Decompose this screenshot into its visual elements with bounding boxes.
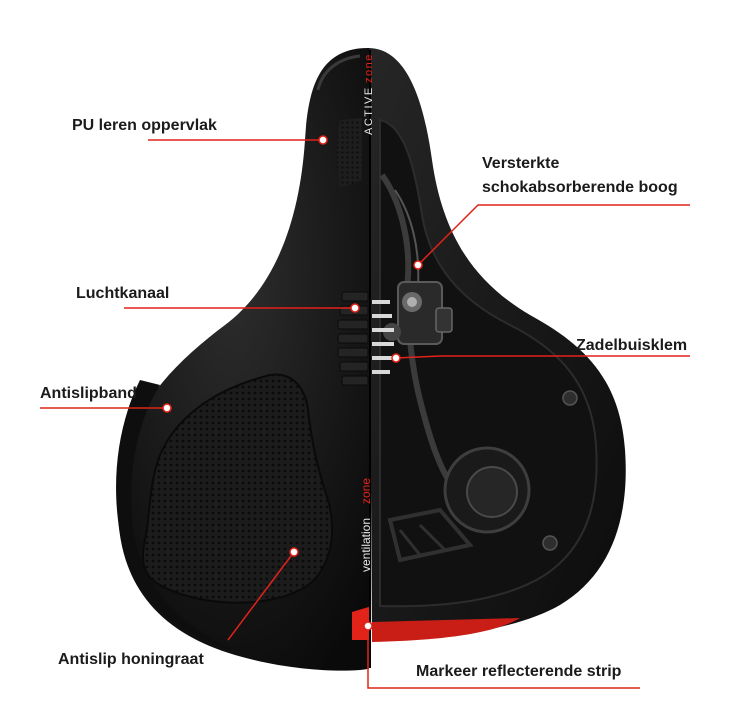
label-shock-arch-line1: Versterkte — [482, 155, 560, 172]
label-antislip-honeycomb: Antislip honingraat — [58, 651, 204, 668]
marker-seatpost-clamp — [391, 353, 401, 363]
leader-antislip-honeycomb — [227, 551, 295, 641]
marker-air-channel — [350, 303, 360, 313]
svg-text:zone: zone — [359, 478, 373, 504]
leader-seatpost-clamp — [395, 355, 690, 359]
leader-reflective-strip — [367, 626, 640, 689]
label-air-channel: Luchtkanaal — [76, 285, 170, 302]
saddle-right-half-cutaway — [369, 48, 626, 642]
marker-shock-arch — [413, 260, 423, 270]
svg-text:zone: zone — [363, 53, 375, 83]
label-seatpost-clamp: Zadelbuisklem — [576, 337, 688, 354]
marker-pu-surface — [318, 135, 328, 145]
marker-reflective-strip — [363, 621, 373, 631]
leader-shock-arch — [417, 204, 690, 266]
label-shock-arch-line2: schokabsorberende boog — [482, 179, 678, 196]
callout-leaders — [40, 139, 690, 689]
svg-text:ventilation: ventilation — [359, 518, 373, 572]
label-antislip-band: Antislipband — [40, 385, 137, 402]
saddle-print-active-zone: ACTIVE zone — [363, 53, 375, 135]
saddle-left-half — [116, 48, 369, 671]
label-reflective-strip: Markeer reflecterende strip — [416, 663, 622, 680]
marker-antislip-honeycomb — [289, 547, 299, 557]
air-channel-fins — [337, 291, 369, 386]
saddle-print-ventilation-zone: ventilation zone — [359, 478, 373, 572]
marker-antislip-band — [162, 403, 172, 413]
svg-text:ACTIVE: ACTIVE — [363, 86, 375, 135]
label-pu-surface: PU leren oppervlak — [72, 117, 217, 134]
callout-markers — [162, 135, 423, 631]
label-shock-arch: Versterkte schokabsorberende boog — [482, 152, 678, 200]
